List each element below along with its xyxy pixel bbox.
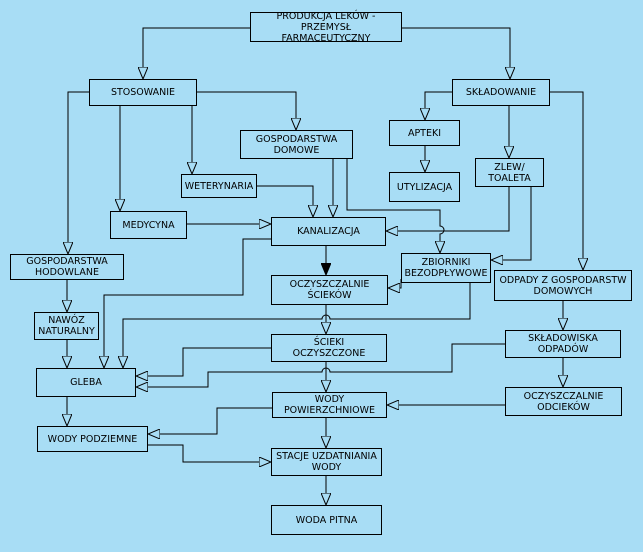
edge-zlew-kanalizacja [386,187,510,231]
node-apteki: APTEKI [389,120,460,146]
node-zlew: ZLEW/ TOALETA [475,158,544,187]
edge-kanalizacja-gleba [104,238,271,368]
node-oczyszczalnie-odciekow: OCZYSZCZALNIE ODCIEKÓW [505,387,622,416]
edge-scieki-gleba [136,347,271,376]
node-wody-podziemne: WODY PODZIEMNE [37,426,148,452]
node-stosowanie: STOSOWANIE [89,79,197,106]
edge-stosowanie-hodowlane [68,91,90,254]
node-medycyna: MEDYCYNA [110,211,187,239]
edge-gospodarstwa-zbiorniki [346,159,444,253]
node-skladowiska: SKŁADOWISKA ODPADÓW [505,330,621,358]
edge-skladowiska-gleba [136,343,505,387]
edge-skladowanie-apteki [425,91,452,120]
edge-produkcja-stosowanie [143,27,250,79]
edge-wody-podziemne [148,407,272,434]
node-nawoz: NAWÓZ NATURALNY [34,312,99,340]
edge-zbiorniki-oczyszczalnie [388,279,402,288]
node-weterynaria: WETERYNARIA [181,174,257,198]
node-wody-powierzchniowe: WODY POWIERZCHNIOWE [272,392,387,418]
node-skladowanie: SKŁADOWANIE [452,79,550,106]
node-utylizacja: UTYLIZACJA [389,172,460,202]
node-gospodarstwa-domowe: GOSPODARSTWA DOMOWE [240,130,353,159]
node-zbiorniki: ZBIORNIKI BEZODPŁYWOWE [401,253,491,283]
edge-stosowanie-gospodarstwa [196,91,296,130]
edge-podziemne-stacje [148,444,271,462]
edge-produkcja-skladowanie [402,27,510,79]
edge-weterynaria-kanalizacja [257,185,313,217]
node-stacje: STACJE UZDATNIANIA WODY [271,448,382,476]
node-kanalizacja: KANALIZACJA [271,217,386,246]
edge-skladowanie-odpady [550,91,583,270]
node-gospodarstwa-hodowlane: GOSPODARSTWA HODOWLANE [10,254,124,280]
node-odpady: ODPADY Z GOSPODARSTW DOMOWYCH [494,270,632,301]
node-oczyszczalnie-sciekow: OCZYSZCZALNIE ŚCIEKÓW [271,275,388,305]
node-produkcja: PRODUKCJA LEKÓW - PRZEMYSŁ FARMACEUTYCZN… [250,11,402,44]
node-woda-pitna: WODA PITNA [271,505,382,535]
node-scieki-oczyszczone: ŚCIEKI OCZYSZCZONE [271,334,387,362]
edge-zlew-zbiorniki [491,187,532,260]
node-gleba: GLEBA [36,368,136,397]
